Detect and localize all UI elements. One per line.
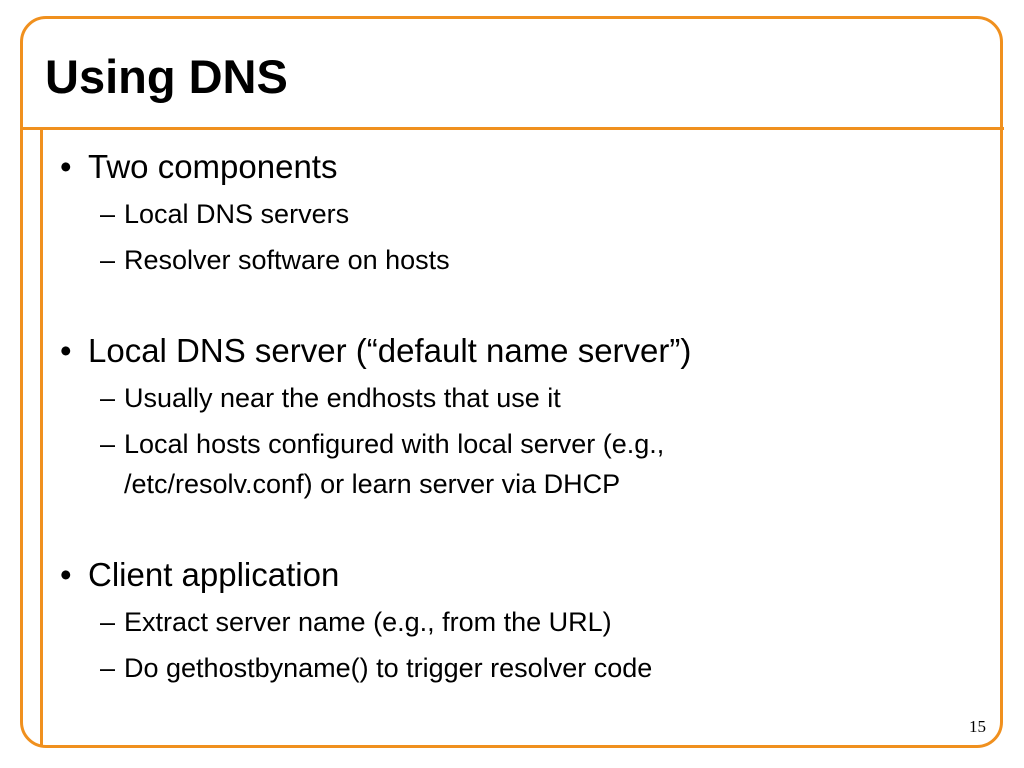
slide-content: • Two components – Local DNS servers – R… — [60, 143, 960, 691]
sub-list: – Usually near the endhosts that use it … — [60, 375, 960, 507]
sub-item: – Do gethostbyname() to trigger resolver… — [60, 645, 960, 691]
bullet-item: • Local DNS server (“default name server… — [60, 327, 960, 375]
page-number: 15 — [969, 717, 986, 736]
bullet-text: Two components — [88, 148, 338, 185]
sub-list: – Extract server name (e.g., from the UR… — [60, 599, 960, 691]
bullet-text: Local DNS server (“default name server”) — [88, 332, 692, 369]
sub-item: – Local hosts configured with local serv… — [60, 421, 960, 507]
sub-item: – Usually near the endhosts that use it — [60, 375, 960, 421]
bullet-group-two-components: • Two components – Local DNS servers – R… — [60, 143, 960, 283]
sub-item: – Extract server name (e.g., from the UR… — [60, 599, 960, 645]
dash-marker: – — [100, 429, 116, 459]
sub-item-text: Local DNS servers — [124, 199, 350, 229]
dash-marker: – — [100, 607, 116, 637]
bullet-item: • Client application — [60, 551, 960, 599]
dash-marker: – — [100, 199, 116, 229]
sub-item-text: Do gethostbyname() to trigger resolver c… — [124, 653, 653, 683]
bullet-marker: • — [60, 556, 72, 593]
sub-item: – Resolver software on hosts — [60, 237, 960, 283]
bullet-group-local-dns-server: • Local DNS server (“default name server… — [60, 327, 960, 507]
bullet-marker: • — [60, 148, 72, 185]
bullet-group-client-application: • Client application – Extract server na… — [60, 551, 960, 691]
sub-item-text: Local hosts configured with local server… — [124, 429, 665, 499]
dash-marker: – — [100, 653, 116, 683]
slide-title: Using DNS — [45, 50, 288, 103]
bullet-marker: • — [60, 332, 72, 369]
left-accent-bar — [40, 127, 43, 747]
bullet-text: Client application — [88, 556, 340, 593]
sub-item-text: Extract server name (e.g., from the URL) — [124, 607, 612, 637]
sub-item-text: Usually near the endhosts that use it — [124, 383, 561, 413]
title-divider — [21, 127, 1004, 130]
sub-item-text: Resolver software on hosts — [124, 245, 450, 275]
sub-list: – Local DNS servers – Resolver software … — [60, 191, 960, 283]
sub-item: – Local DNS servers — [60, 191, 960, 237]
slide-frame — [20, 16, 1003, 748]
dash-marker: – — [100, 383, 116, 413]
bullet-item: • Two components — [60, 143, 960, 191]
dash-marker: – — [100, 245, 116, 275]
